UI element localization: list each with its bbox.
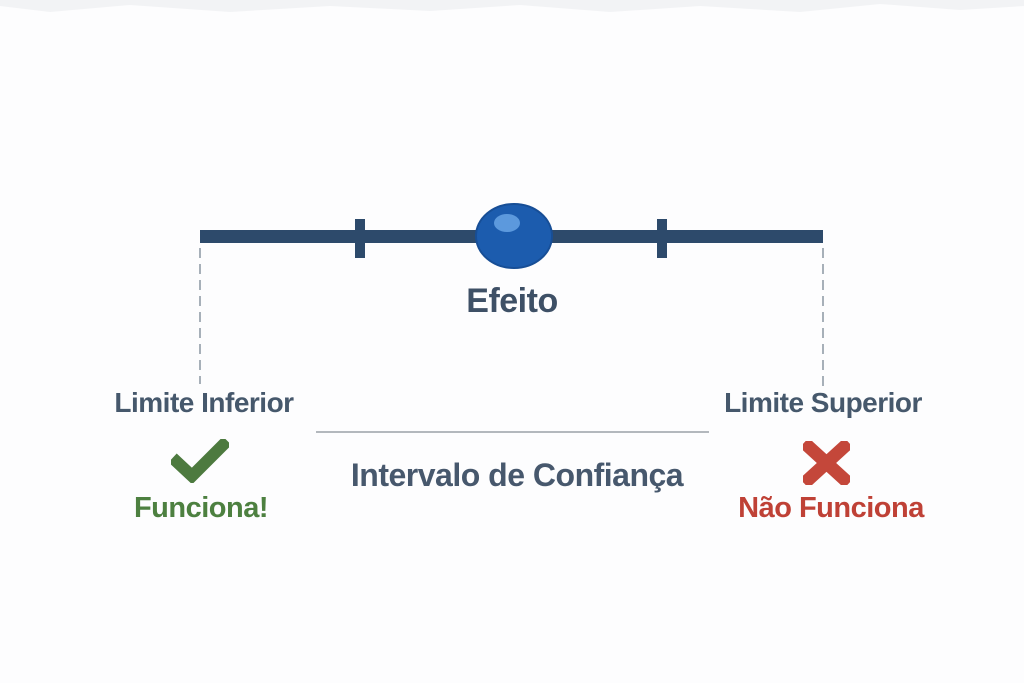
top-edge-decoration <box>0 0 1024 12</box>
left-tick-mark <box>355 219 365 258</box>
effect-label: Efeito <box>466 282 558 320</box>
not-works-label: Não Funciona <box>738 492 924 524</box>
x-icon <box>803 441 850 485</box>
lower-limit-label: Limite Inferior <box>114 387 294 418</box>
upper-limit-label: Limite Superior <box>724 387 922 418</box>
right-tick-mark <box>657 219 667 258</box>
confidence-interval-title: Intervalo de Confiança <box>350 457 684 493</box>
circle-marker-highlight <box>494 214 520 232</box>
caption-separator-line <box>316 431 709 433</box>
works-label: Funciona! <box>133 492 269 524</box>
check-icon <box>171 439 229 483</box>
circle-marker-icon <box>475 203 553 269</box>
